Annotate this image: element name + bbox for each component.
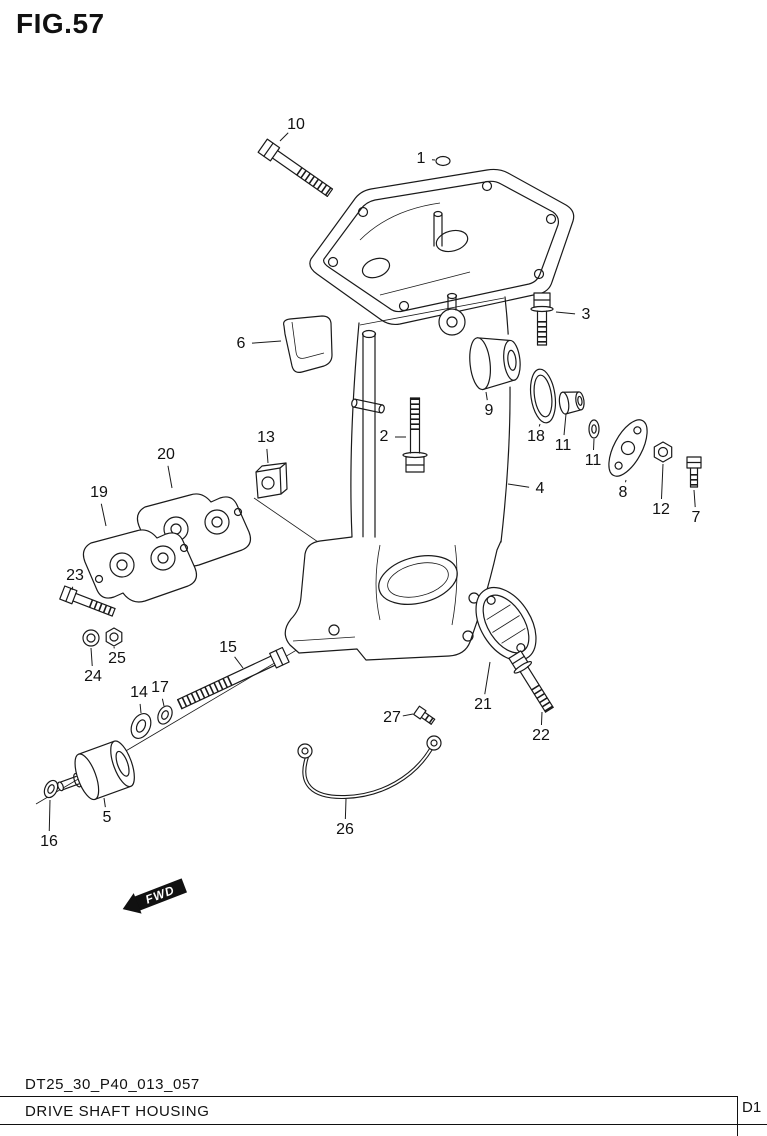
- part-callout-2: 2: [379, 428, 389, 445]
- part-14-washer: [130, 713, 152, 739]
- part-callout-16: 16: [40, 833, 58, 850]
- part-callout-1: 1: [416, 150, 426, 167]
- part-27-bolt: [413, 705, 436, 725]
- leader-line-9: [485, 391, 488, 401]
- leader-line-21: [484, 661, 491, 695]
- leader-line-19: [100, 503, 107, 527]
- part-11-washer: [588, 419, 600, 439]
- part-2-bolt: [402, 397, 428, 473]
- page-marker: D1: [742, 1099, 762, 1116]
- fwd-label: FWD: [143, 883, 176, 907]
- leader-line-8: [624, 479, 627, 483]
- fwd-marker: FWD: [122, 878, 188, 914]
- part-25-nut: [105, 627, 123, 647]
- part-15-bolt: [176, 646, 290, 710]
- leader-line-24: [90, 647, 93, 667]
- part-callout-7: 7: [691, 509, 701, 526]
- part-callout-8: 8: [618, 484, 628, 501]
- part-pin: [351, 398, 385, 414]
- part-5-mount: [57, 740, 135, 801]
- part-callout-22: 22: [532, 727, 550, 744]
- part-12-nut: [653, 441, 673, 463]
- part-16-washer: [43, 779, 59, 799]
- part-23-bolt: [59, 585, 116, 617]
- part-housing-body: [350, 292, 511, 639]
- part-code: DT25_30_P40_013_057: [25, 1076, 200, 1093]
- leader-line-27: [402, 713, 414, 717]
- part-callout-11: 11: [554, 437, 572, 454]
- part-callout-4: 4: [535, 480, 545, 497]
- part-1-marker: [435, 155, 451, 167]
- part-26-cable: [297, 735, 442, 800]
- leader-line-14: [139, 703, 142, 714]
- leader-line-6: [251, 340, 282, 344]
- part-callout-15: 15: [219, 639, 237, 656]
- footer-divider-bottom: [0, 1124, 767, 1125]
- part-17-washer: [157, 705, 173, 725]
- figure-title: FIG.57: [16, 8, 105, 39]
- part-callout-6: 6: [236, 335, 246, 352]
- leader-line-20: [167, 465, 173, 489]
- leader-line-18: [538, 423, 541, 427]
- part-24-washer: [82, 629, 100, 647]
- part-callout-14: 14: [130, 684, 148, 701]
- leader-line-15: [234, 656, 244, 669]
- part-callout-12: 12: [652, 501, 670, 518]
- part-callout-11: 11: [584, 452, 602, 469]
- part-callout-18: 18: [527, 428, 545, 445]
- part-11-bushing: [558, 391, 585, 415]
- part-callout-26: 26: [336, 821, 354, 838]
- part-callout-3: 3: [581, 306, 591, 323]
- leader-line-11: [593, 438, 595, 451]
- leader-line-26: [344, 798, 347, 820]
- part-callout-21: 21: [474, 696, 492, 713]
- part-3-bolt: [530, 292, 554, 346]
- part-lower-housing: [284, 536, 502, 661]
- part-9-mount: [469, 334, 521, 391]
- leader-line-17: [161, 698, 165, 707]
- part-22-bolt: [508, 650, 554, 713]
- part-callout-10: 10: [287, 116, 305, 133]
- part-housing-flange: [309, 168, 575, 326]
- part-callout-20: 20: [157, 446, 175, 463]
- leader-line-23: [71, 586, 74, 591]
- leader-line-11: [563, 413, 567, 436]
- part-callout-25: 25: [108, 650, 126, 667]
- part-10-bolt: [257, 138, 334, 198]
- part-callout-17: 17: [151, 679, 169, 696]
- part-6-cushion: [283, 315, 333, 373]
- part-18-ring: [529, 368, 557, 424]
- leader-line-7: [693, 489, 696, 508]
- leader-line-10: [279, 132, 289, 142]
- leader-line-16: [48, 799, 51, 832]
- leader-line-5: [103, 797, 106, 808]
- part-callout-27: 27: [383, 709, 401, 726]
- part-7-bolt: [686, 456, 702, 488]
- leader-line-3: [555, 311, 576, 315]
- part-13-block: [255, 462, 288, 499]
- leader-line-13: [266, 448, 269, 464]
- part-callout-24: 24: [84, 668, 102, 685]
- part-8-plate: [608, 419, 648, 477]
- leader-line-22: [540, 711, 543, 726]
- part-callout-9: 9: [484, 402, 494, 419]
- leader-line-12: [660, 463, 664, 500]
- part-20-bracket: [136, 493, 252, 567]
- footer-divider-top: [0, 1096, 737, 1097]
- part-callout-23: 23: [66, 567, 84, 584]
- part-callout-5: 5: [102, 809, 112, 826]
- part-callout-19: 19: [90, 484, 108, 501]
- footer-divider-vertical: [737, 1096, 738, 1136]
- part-19-bracket: [82, 529, 198, 603]
- part-21-clamp: [475, 586, 537, 662]
- figure-caption: DRIVE SHAFT HOUSING: [25, 1103, 210, 1120]
- part-callout-13: 13: [257, 429, 275, 446]
- leader-line-4: [507, 483, 530, 488]
